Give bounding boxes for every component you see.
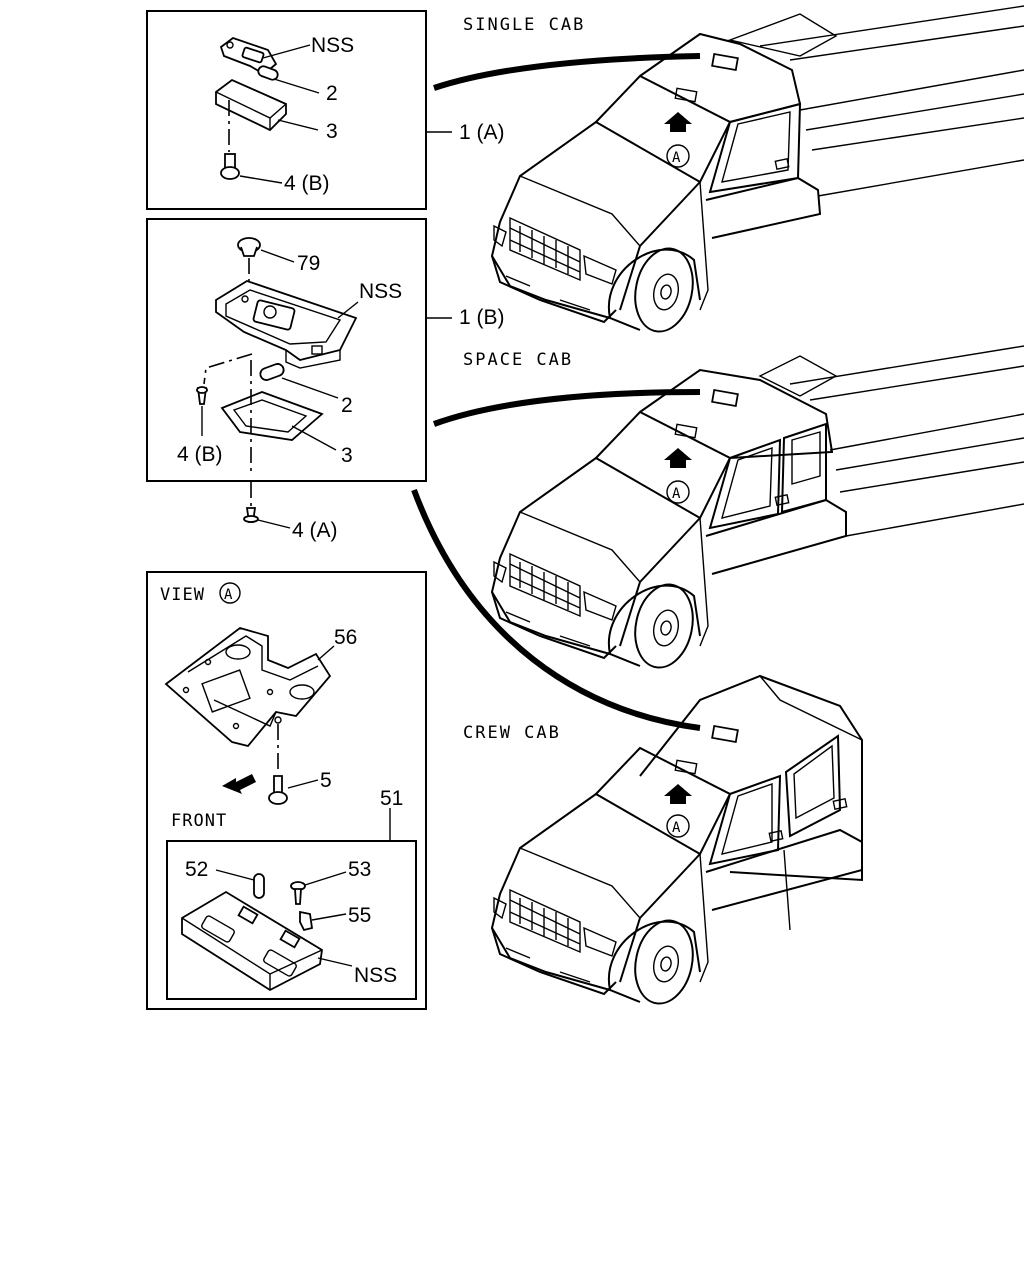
arc-space-cab	[432, 389, 701, 427]
lamp-housing-part	[215, 280, 358, 369]
detail-1b-frame	[146, 218, 427, 482]
label-nss-b: NSS	[359, 280, 402, 303]
view-title: VIEW	[160, 585, 205, 605]
screw-part	[220, 153, 240, 180]
truck-crew-cab: A	[490, 674, 863, 1005]
view-marker-crew: A	[672, 820, 681, 836]
label-clip-79: 79	[297, 252, 320, 275]
label-clip-55: 55	[348, 904, 371, 927]
screw-53-part	[290, 881, 306, 905]
view-a-frame	[146, 571, 427, 1010]
front-arrow-icon	[222, 774, 256, 794]
label-screw-4b-b: 4 (B)	[177, 443, 223, 466]
detail-1b: 79 NSS 2 3	[146, 218, 427, 482]
front-label: FRONT	[171, 811, 227, 831]
mounting-bracket-part	[164, 627, 332, 748]
screw-a-part	[243, 507, 259, 523]
screw-b-part	[196, 386, 208, 405]
single-cab-title: SINGLE CAB	[463, 15, 585, 35]
label-assembly-51: 51	[380, 787, 403, 810]
label-bracket-56: 56	[334, 626, 357, 649]
space-cab-title: SPACE CAB	[463, 350, 573, 370]
label-screw-5: 5	[320, 769, 332, 792]
label-nss: NSS	[311, 34, 354, 57]
ref-1b: 1 (B)	[459, 306, 505, 329]
bulb-part	[257, 65, 279, 81]
detail-1a-frame	[146, 10, 427, 210]
label-lens-3b: 3	[341, 444, 353, 467]
label-bulb-52: 52	[185, 858, 208, 881]
clip-55-part	[299, 910, 314, 932]
label-screw-4b: 4 (B)	[284, 172, 330, 195]
screw-5-part	[268, 775, 288, 805]
label-screw-53: 53	[348, 858, 371, 881]
label-lens-3: 3	[326, 120, 338, 143]
view-marker: A	[224, 587, 233, 603]
view-marker-space: A	[672, 486, 681, 502]
assembly-51-frame	[166, 840, 417, 1000]
arc-crew-cab	[411, 488, 701, 731]
detail-1a: NSS 2 3 4 (B)	[146, 10, 427, 210]
lamp-socket-part	[219, 36, 278, 76]
label-bulb-2b: 2	[341, 394, 353, 417]
bulb-52-part	[253, 873, 265, 899]
truck-space-cab: A	[490, 345, 1024, 669]
label-housing-nss: NSS	[354, 964, 397, 987]
bulb-part-b	[259, 363, 285, 381]
view-marker-single: A	[672, 150, 681, 166]
clip-part	[237, 237, 261, 257]
truck-single-cab: A	[490, 5, 1024, 333]
dome-lamp-housing-part	[181, 890, 323, 992]
view-a-detail: VIEW A 56 5 FRONT	[146, 571, 427, 1010]
crew-cab-title: CREW CAB	[463, 723, 561, 743]
lens-part	[215, 78, 287, 132]
ref-1a: 1 (A)	[459, 121, 505, 144]
view-marker-circle	[219, 582, 241, 604]
label-bulb-2: 2	[326, 82, 338, 105]
arc-single-cab	[433, 53, 701, 91]
label-screw-4a: 4 (A)	[292, 519, 338, 542]
lens-part-b	[220, 391, 324, 441]
